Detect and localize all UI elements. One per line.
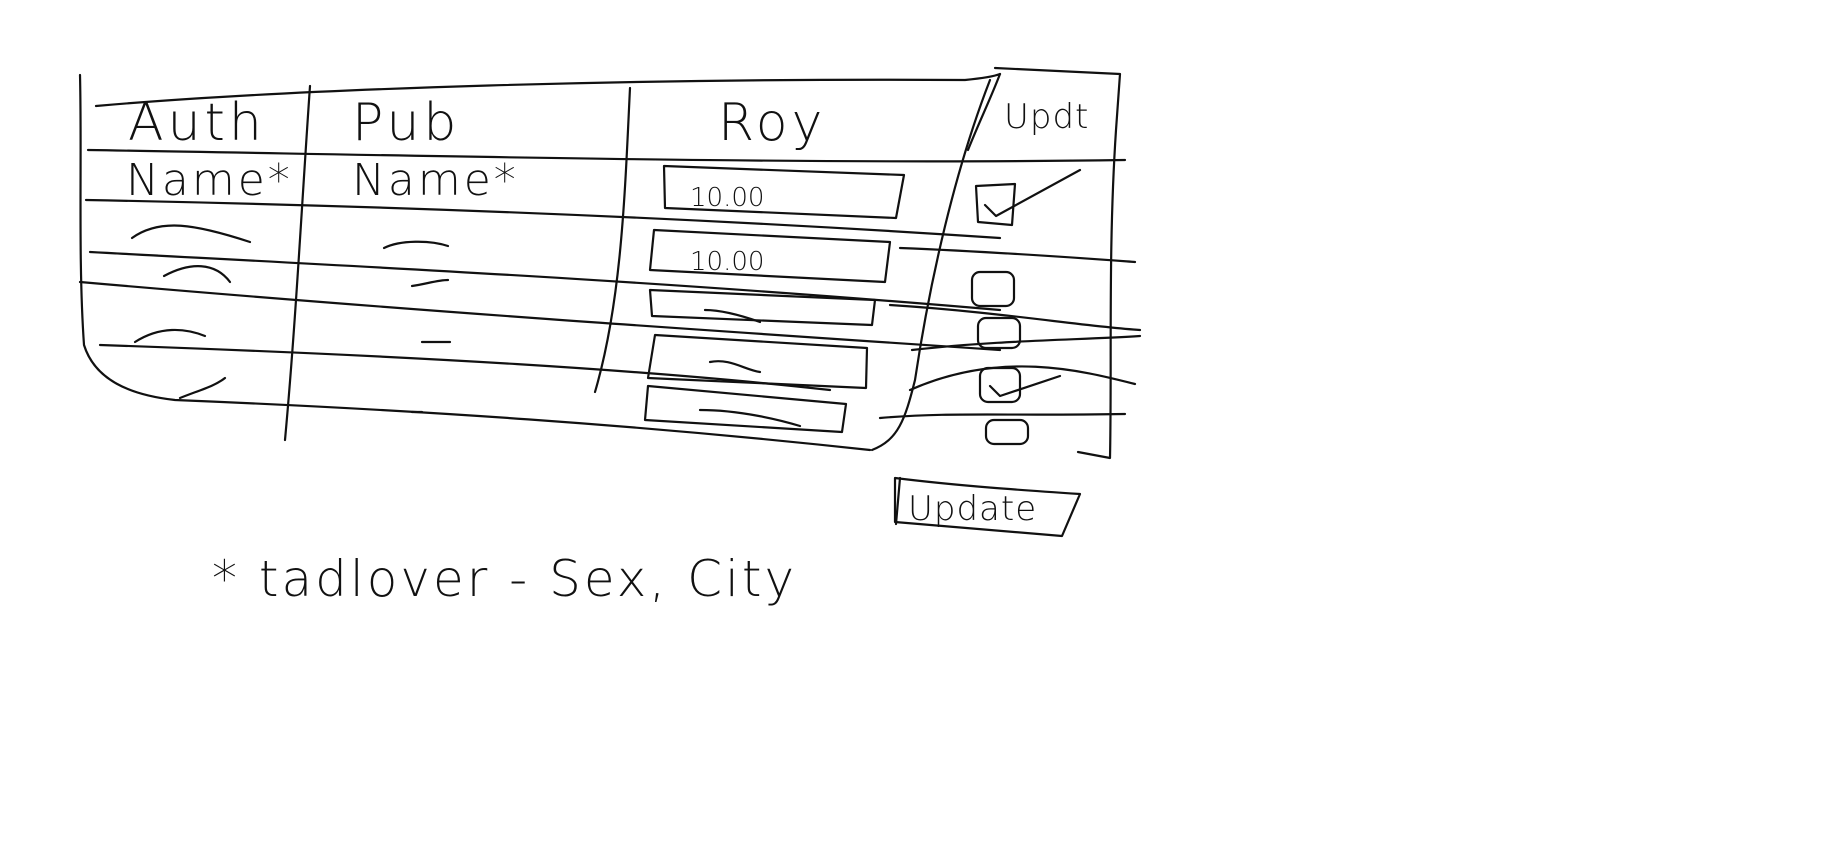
update-button[interactable]: Update [893,476,1082,538]
column-subheader-auth-name: Name* [126,155,293,206]
author-name-placeholders [130,224,252,400]
column-subheader-pub-name: Name* [352,155,519,206]
column-header-updt: Updt [1004,97,1089,137]
column-dividers [283,78,992,452]
table-frame [78,66,1122,460]
royalty-input-4[interactable] [646,333,869,390]
column-header-pub: Pub [352,93,460,153]
update-checkbox-1[interactable] [974,168,1082,227]
royalty-value-1: 10.00 [690,183,764,213]
royalty-input-5[interactable] [643,384,848,434]
update-checkbox-2[interactable] [970,270,1016,308]
royalty-input-2[interactable]: 10.00 [648,228,892,284]
footnote: * tadlover - Sex, City [212,550,797,608]
royalty-input-3[interactable] [648,288,877,327]
royalty-input-1[interactable]: 10.00 [662,164,906,220]
royalty-value-2: 10.00 [690,247,764,277]
update-checkbox-4[interactable] [978,366,1062,404]
update-button-label: Update [908,489,1037,529]
update-checkbox-5[interactable] [984,418,1030,446]
column-header-auth: Auth [128,93,266,153]
column-header-roy: Roy [718,93,826,153]
publisher-name-placeholders [382,240,452,414]
update-checkbox-3[interactable] [976,316,1022,350]
